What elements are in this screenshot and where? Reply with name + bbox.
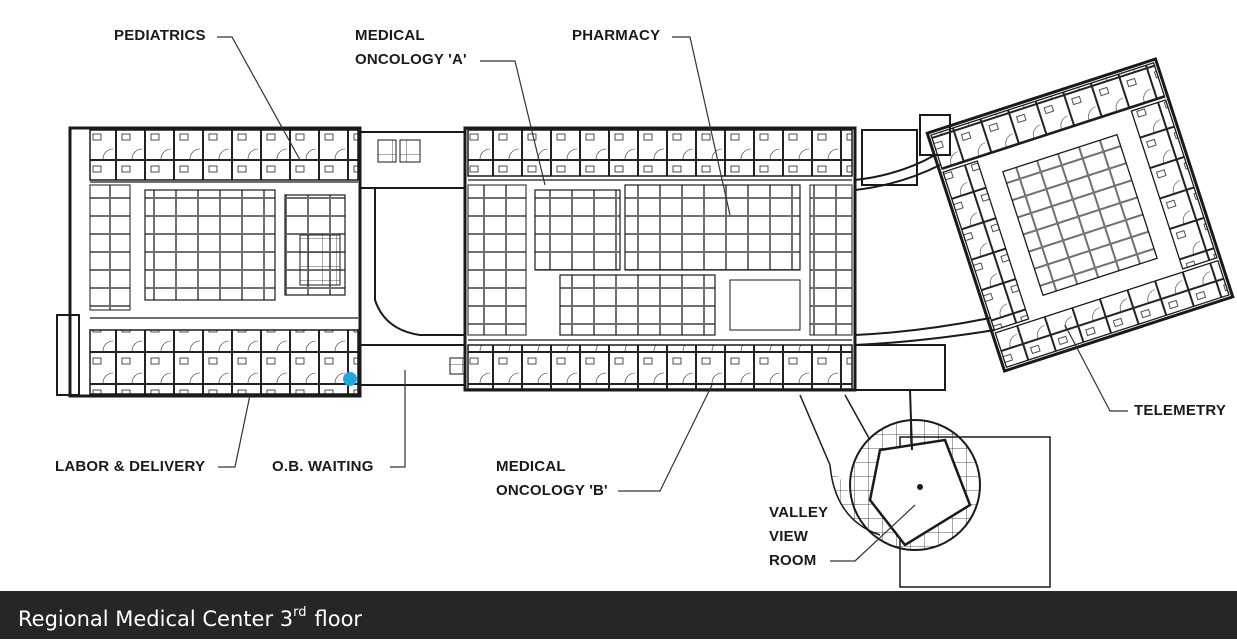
location-marker [343, 372, 357, 386]
telemetry-wing [925, 57, 1235, 373]
west-wing [56, 126, 362, 398]
label-medical-oncology-a-line1: MEDICAL [355, 27, 425, 44]
label-valley-view-line3: ROOM [769, 552, 817, 569]
label-ob-waiting: O.B. WAITING [272, 458, 374, 475]
valley-view-room [799, 389, 1051, 588]
leader-lines [217, 36, 1128, 562]
caption-suffix: floor [314, 607, 363, 631]
label-medical-oncology-b-line1: MEDICAL [496, 458, 566, 475]
caption-text: Regional Medical Center 3 [18, 607, 294, 631]
label-valley-view-line2: VIEW [769, 528, 809, 545]
caption-superscript: rd [293, 605, 307, 620]
label-medical-oncology-a-line2: ONCOLOGY 'A' [355, 51, 467, 68]
label-medical-oncology-b-line2: ONCOLOGY 'B' [496, 482, 608, 499]
east-corridor [854, 114, 996, 391]
label-pharmacy: PHARMACY [572, 27, 661, 44]
center-wing [463, 126, 857, 392]
west-connector [359, 131, 466, 386]
label-telemetry: TELEMETRY [1134, 402, 1227, 419]
floor-plan [56, 36, 1235, 588]
label-pediatrics: PEDIATRICS [114, 27, 206, 44]
label-valley-view-line1: VALLEY [769, 504, 829, 521]
label-labor-delivery: LABOR & DELIVERY [55, 458, 206, 475]
